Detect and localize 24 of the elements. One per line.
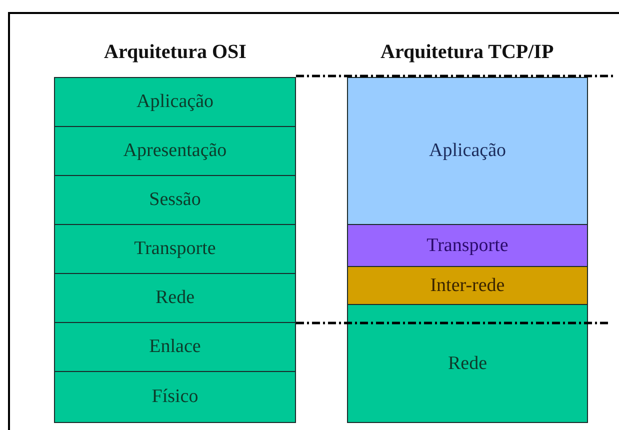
layer-name: Transporte [426,234,508,256]
layer-name: Aplicação [136,91,214,113]
layer-name: Inter-rede [430,274,505,296]
layer-box [54,175,296,225]
layer-box [347,224,588,267]
layer-box [347,304,588,423]
layer-name: Enlace [149,336,201,358]
layer-name: Físico [152,386,198,408]
layer-box [54,322,296,372]
layer-name: Rede [448,352,488,374]
layer-name: Sessão [149,189,201,211]
layer-box [54,273,296,323]
layer-name: Apresentação [123,140,227,162]
column-heading: Arquitetura TCP/IP [380,40,554,64]
column-heading: Arquitetura OSI [104,40,246,64]
layer-box [54,371,296,423]
layer-name: Rede [155,287,195,309]
layer-name: Transporte [134,238,216,260]
layer-name: Aplicação [428,140,506,162]
layer-box [347,266,588,305]
layer-box [347,77,588,225]
layer-box [54,77,296,127]
layer-box [54,224,296,274]
layer-box [54,126,296,176]
